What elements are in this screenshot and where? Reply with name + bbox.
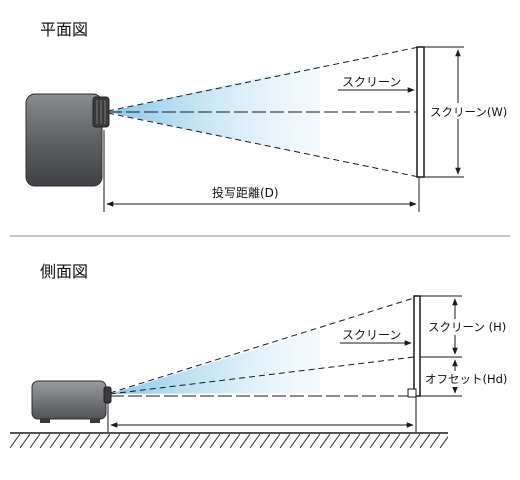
side-beam-upper-edge [109, 297, 415, 394]
side-beam [110, 330, 320, 394]
projector-side [31, 380, 112, 423]
screen-label-top: スクリーン [342, 75, 401, 89]
screen-label-side: スクリーン [342, 328, 401, 342]
offset-label-bg [424, 371, 514, 387]
floor-hatching [10, 434, 448, 448]
side-beam-mid-edge [109, 356, 415, 395]
side-view-title: 側面図 [40, 262, 89, 281]
screen-height-label: スクリーン (H) [428, 320, 506, 334]
side-screen [413, 295, 421, 397]
offset-label: オフセット(Hd) [425, 372, 507, 386]
top-beam-lower-edge [107, 112, 420, 178]
top-beam [108, 64, 320, 158]
side-view: スクリーン スクリーン (H) オフセット(Hd) [10, 295, 514, 448]
distance-label: 投写距離(D) [212, 185, 279, 200]
height-label-bg [426, 319, 512, 335]
screen-width-label: スクリーン(W) [430, 105, 507, 119]
side-screen-foot [407, 388, 417, 398]
projector-top [25, 93, 110, 187]
top-beam-upper-edge [107, 46, 420, 112]
top-view: スクリーン スクリーン(W) 投写距離(D) [25, 46, 512, 212]
top-screen [416, 46, 425, 178]
top-view-title: 平面図 [40, 20, 89, 39]
width-label-bg [428, 103, 512, 119]
